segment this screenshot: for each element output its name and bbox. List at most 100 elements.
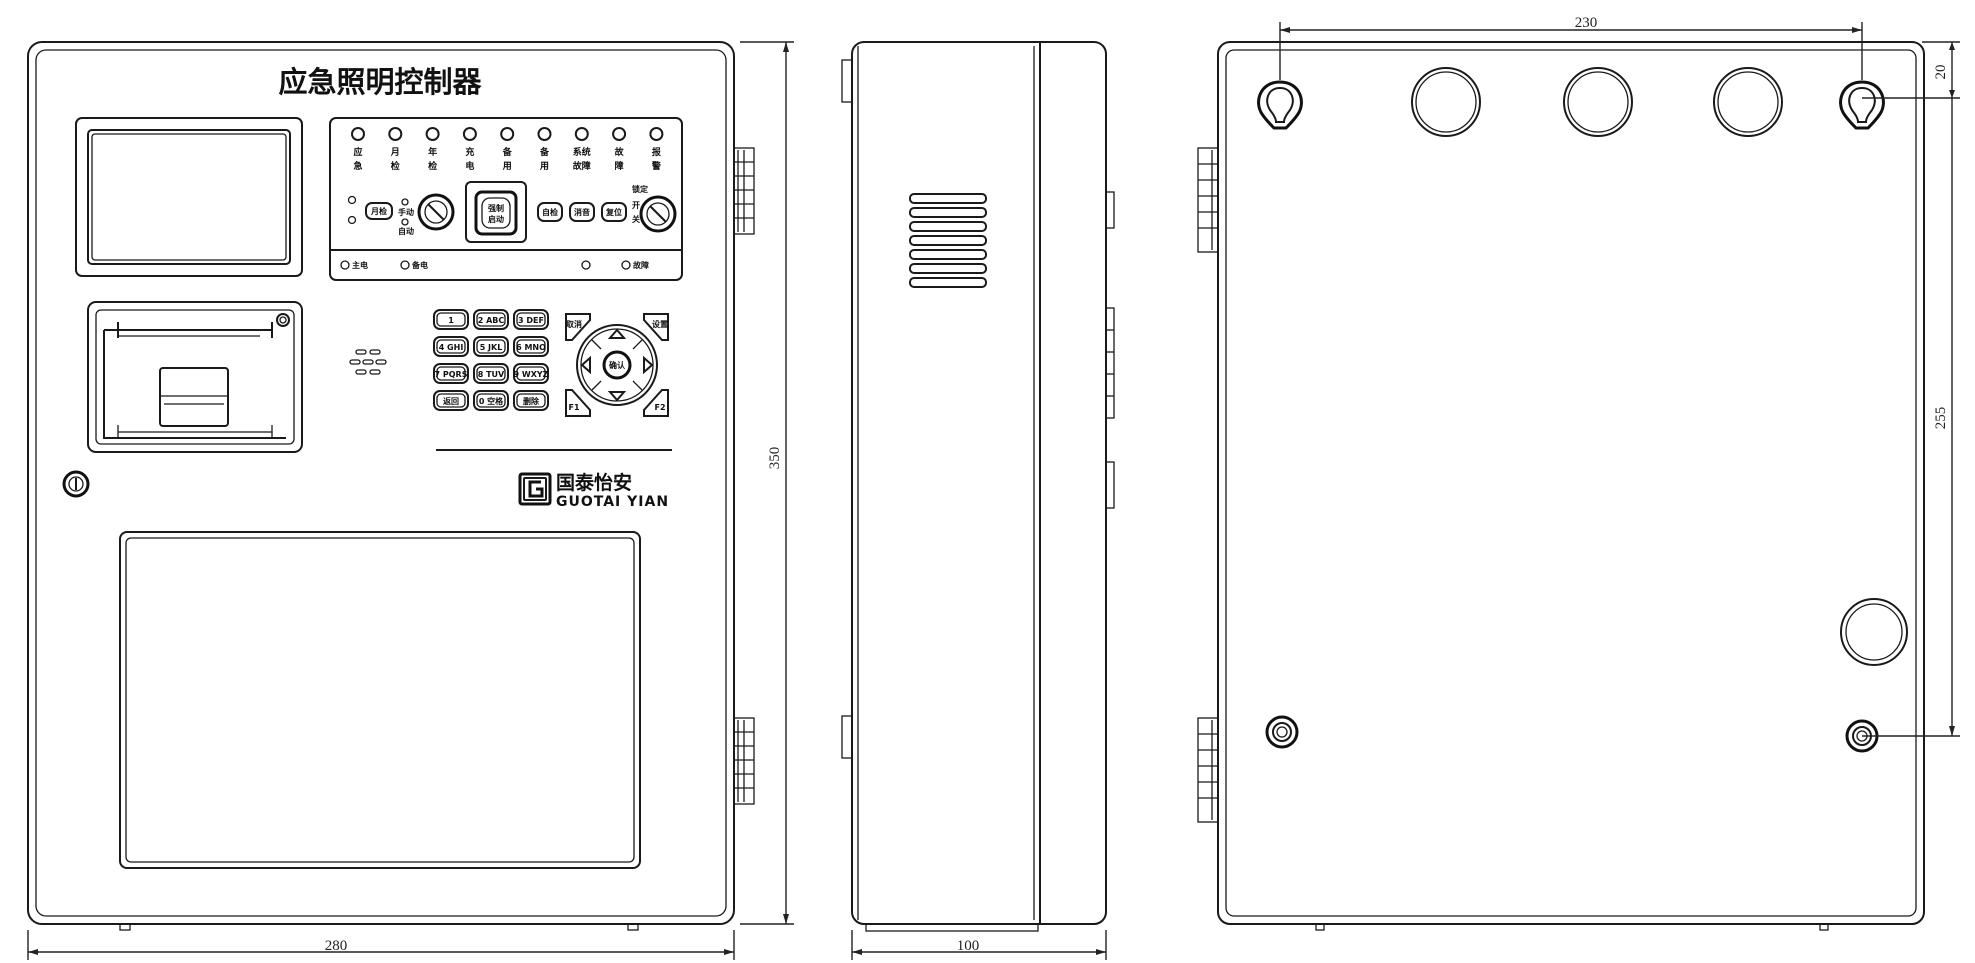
keypad-key-3[interactable]: 4 GHI: [433, 336, 469, 357]
door-lock[interactable]: [62, 470, 90, 498]
keypad-key-label: 5 JKL: [480, 343, 503, 352]
indicator-1: 月检: [388, 127, 403, 172]
arrow-left-icon[interactable]: [580, 355, 591, 375]
arrow-down-icon[interactable]: [607, 391, 627, 402]
indicator-led: [537, 127, 552, 141]
forced-start-button[interactable]: 强制 启动: [465, 181, 527, 243]
indicator-label-line2: 用: [539, 161, 549, 172]
arrow-right-icon[interactable]: [643, 355, 654, 375]
keypad-key-0[interactable]: 1: [433, 309, 469, 330]
keypad-key-8[interactable]: 9 WXYZ: [513, 363, 549, 384]
key-label-auto: 自动: [398, 226, 414, 236]
indicator-label-line1: 故: [615, 146, 625, 158]
nav-f1-button[interactable]: F1: [565, 389, 591, 417]
indicator-5: 备用: [537, 127, 552, 172]
keypad-key-9[interactable]: 返回: [433, 390, 469, 411]
back-cabinet: [1217, 41, 1925, 925]
svg-text:取消: 取消: [566, 319, 582, 329]
led-auto: [401, 218, 409, 226]
indicator-label-line1: 应: [353, 146, 362, 158]
monthly-test-button[interactable]: 月检: [365, 202, 393, 220]
keypad-key-label: 9 WXYZ: [514, 370, 549, 379]
indicator-label-line2: 警: [652, 160, 661, 172]
mode-key-switch[interactable]: [417, 193, 455, 231]
printer-paper-slot[interactable]: [159, 367, 229, 427]
switch-label-off: 关: [632, 214, 640, 224]
cable-knockout-3: [1713, 67, 1783, 137]
dimension-back-hole-spacing: 230: [1279, 15, 1863, 80]
keypad-key-label: 6 MNO: [516, 343, 546, 352]
led-main-power: [340, 260, 350, 270]
indicator-4: 备用: [500, 127, 515, 172]
keypad-key-7[interactable]: 8 TUV: [473, 363, 509, 384]
indicator-label-line2: 检: [428, 160, 437, 172]
key-label-manual: 手动: [398, 207, 414, 217]
indicator-led: [649, 127, 664, 141]
indicator-led: [351, 127, 365, 141]
led-left-bottom: [347, 215, 357, 225]
nav-confirm-button[interactable]: 确认: [602, 350, 632, 380]
brand-logo: 国泰怡安 GUOTAI YIAN: [518, 471, 668, 510]
mute-button[interactable]: 消音: [569, 202, 595, 222]
svg-text:强制: 强制: [488, 203, 504, 213]
keypad-key-label: 7 PQRS: [435, 370, 468, 379]
mounting-keyhole-right: [1839, 80, 1885, 130]
mounting-screw-left: [1265, 715, 1299, 749]
keypad-key-10[interactable]: 0 空格: [473, 390, 509, 411]
indicator-label-line1: 报: [652, 146, 661, 158]
dimension-back-top-offset: 20: [1862, 41, 1960, 99]
svg-text:确认: 确认: [609, 360, 626, 370]
indicator-0: 应急: [351, 127, 365, 172]
keypad-key-label: 1: [448, 316, 454, 325]
keypad-key-11[interactable]: 删除: [513, 390, 549, 411]
keypad-key-label: 删除: [523, 396, 540, 406]
svg-text:消音: 消音: [574, 207, 590, 217]
side-view: 100: [841, 41, 1115, 960]
indicator-label-line2: 障: [615, 160, 624, 172]
keypad-key-label: 4 GHI: [439, 343, 464, 352]
printer-module: [87, 301, 303, 453]
cable-knockout-1: [1411, 67, 1481, 137]
svg-text:月检: 月检: [370, 206, 387, 216]
logo-chinese: 国泰怡安: [556, 471, 632, 494]
reset-button[interactable]: 复位: [601, 202, 627, 222]
nav-settings-button[interactable]: 设置: [643, 313, 669, 341]
dimension-side-depth: 100: [851, 930, 1107, 960]
arrow-up-icon[interactable]: [607, 328, 627, 339]
svg-text:280: 280: [325, 938, 348, 954]
nav-f2-button[interactable]: F2: [643, 389, 669, 417]
indicator-label-line1: 系统: [573, 146, 591, 158]
svg-text:F2: F2: [654, 403, 665, 412]
keypad-key-1[interactable]: 2 ABC: [473, 309, 509, 330]
indicator-led: [425, 127, 440, 141]
cable-knockout-4: [1840, 598, 1908, 666]
front-title: 应急照明控制器: [278, 65, 482, 99]
keypad-key-6[interactable]: 7 PQRS: [433, 363, 469, 384]
svg-text:350: 350: [767, 447, 783, 470]
indicator-label-line2: 用: [502, 161, 512, 172]
svg-text:F1: F1: [568, 403, 579, 412]
indicator-label-line1: 年: [428, 146, 437, 158]
nav-cancel-button[interactable]: 取消: [565, 313, 591, 341]
led-manual: [401, 198, 409, 206]
led-backup-power: [400, 260, 410, 270]
keypad-key-4[interactable]: 5 JKL: [473, 336, 509, 357]
mounting-keyhole-left: [1257, 80, 1303, 130]
indicator-led: [574, 127, 589, 141]
indicator-8: 报警: [649, 127, 664, 172]
front-hinge-top: [731, 147, 755, 235]
keypad-key-label: 3 DEF: [518, 316, 544, 325]
keypad-key-5[interactable]: 6 MNO: [513, 336, 549, 357]
keypad-key-2[interactable]: 3 DEF: [513, 309, 549, 330]
status-main-power: 主电: [352, 260, 368, 270]
self-check-button[interactable]: 自检: [537, 202, 563, 222]
indicator-label-line1: 充: [465, 146, 474, 158]
indicator-label-line2: 电: [465, 160, 474, 172]
back-hinge-top: [1197, 147, 1221, 253]
lock-key-switch[interactable]: [639, 195, 677, 233]
svg-text:自检: 自检: [542, 207, 558, 217]
indicator-led: [388, 127, 403, 141]
